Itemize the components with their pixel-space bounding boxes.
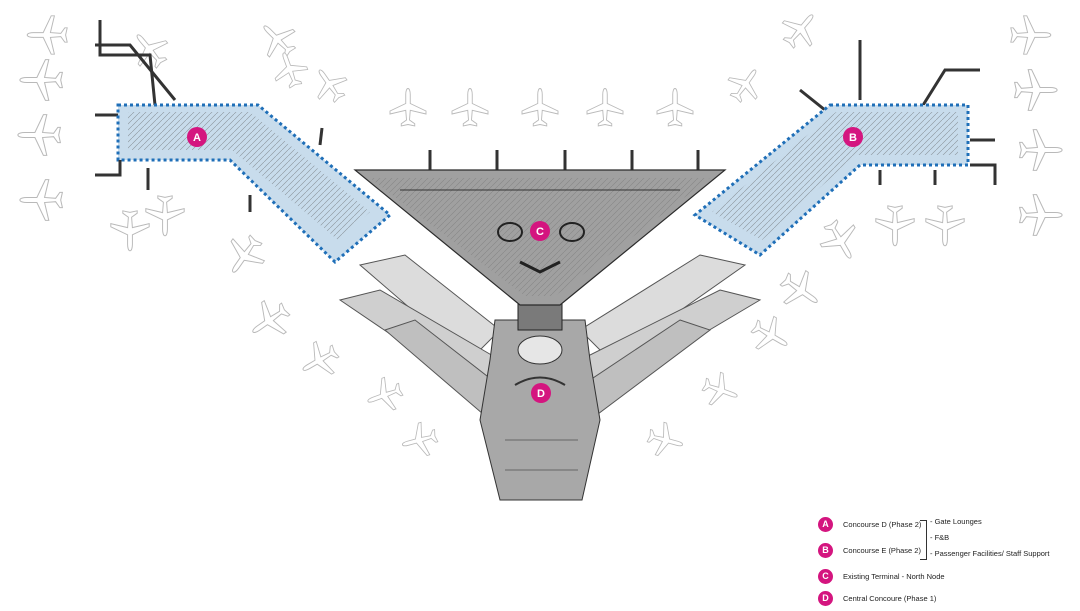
aircraft-icon <box>216 227 273 284</box>
aircraft-icon <box>1014 69 1058 111</box>
legend-badge-d: D <box>818 590 833 606</box>
legend-badge-a: A <box>818 516 833 532</box>
aircraft-icon <box>397 419 441 462</box>
aircraft-icon <box>586 88 624 127</box>
legend-label-b: Concourse E (Phase 2) <box>843 545 921 555</box>
legend-item-a: A Concourse D (Phase 2) <box>818 516 921 532</box>
aircraft-icon <box>251 13 304 66</box>
legend-note-gate-lounges: - Gate Lounges <box>930 517 982 526</box>
legend-item-d: D Central Concoure (Phase 1) <box>818 590 936 606</box>
aircraft-icon <box>1019 194 1063 236</box>
legend-bracket <box>920 520 927 560</box>
existing-terminal-wings <box>338 254 762 421</box>
marker-c-letter: C <box>536 226 544 238</box>
aircraft-icon <box>698 368 744 413</box>
legend-note-fb: - F&B <box>930 533 950 542</box>
marker-a-letter: A <box>193 132 201 144</box>
aircraft-icon <box>774 3 827 56</box>
aircraft-icon <box>305 60 354 109</box>
aircraft-icon <box>267 46 312 92</box>
aircraft-icon <box>744 309 797 361</box>
legend-badge-b: B <box>818 542 833 558</box>
marker-d-letter: D <box>537 388 545 400</box>
legend-label-a: Concourse D (Phase 2) <box>843 519 922 529</box>
marker-c: C <box>530 221 550 241</box>
aircraft-icon <box>19 179 63 221</box>
jet-bridges <box>95 20 997 222</box>
legend-notes: - Gate Lounges - F&B - Passenger Facilit… <box>930 514 1050 562</box>
aircraft-icon <box>389 88 427 127</box>
aircraft-icon <box>721 60 770 109</box>
aircraft-icon <box>451 88 489 127</box>
aircraft-icon <box>813 213 868 269</box>
central-concourse <box>479 299 601 501</box>
aircraft-icon <box>1010 15 1052 55</box>
aircraft-icon <box>875 205 915 247</box>
aircraft-icon <box>293 334 346 386</box>
aircraft-icon <box>925 205 965 247</box>
aircraft-icon <box>361 373 407 418</box>
concourse-e-outline <box>692 103 970 257</box>
legend-badge-c: C <box>818 568 833 584</box>
aircraft-icon <box>644 419 688 462</box>
legend: A Concourse D (Phase 2) B Concourse E (P… <box>818 514 1076 610</box>
aircraft-icon <box>145 195 185 237</box>
marker-a: A <box>187 127 207 147</box>
marker-b: B <box>843 127 863 147</box>
aircraft-icon <box>241 292 298 349</box>
legend-label-d: Central Concoure (Phase 1) <box>843 593 937 603</box>
aircraft-icon <box>110 210 150 252</box>
concourse-d-outline <box>116 103 393 265</box>
legend-item-b: B Concourse E (Phase 2) <box>818 542 921 558</box>
marker-b-letter: B <box>849 132 857 144</box>
aircraft-icon <box>772 262 829 319</box>
marker-d: D <box>531 383 551 403</box>
aircraft-icon <box>17 114 61 156</box>
aircraft-icon <box>656 88 694 127</box>
aircraft-icon <box>521 88 559 127</box>
legend-label-c: Existing Terminal - North Node <box>843 571 945 581</box>
aircraft-icon <box>19 59 63 101</box>
aircraft-icon <box>1019 129 1063 171</box>
aircraft-icon <box>26 15 68 55</box>
legend-item-c: C Existing Terminal - North Node <box>818 568 945 584</box>
legend-note-passenger-facilities: - Passenger Facilities/ Staff Support <box>930 549 1050 558</box>
